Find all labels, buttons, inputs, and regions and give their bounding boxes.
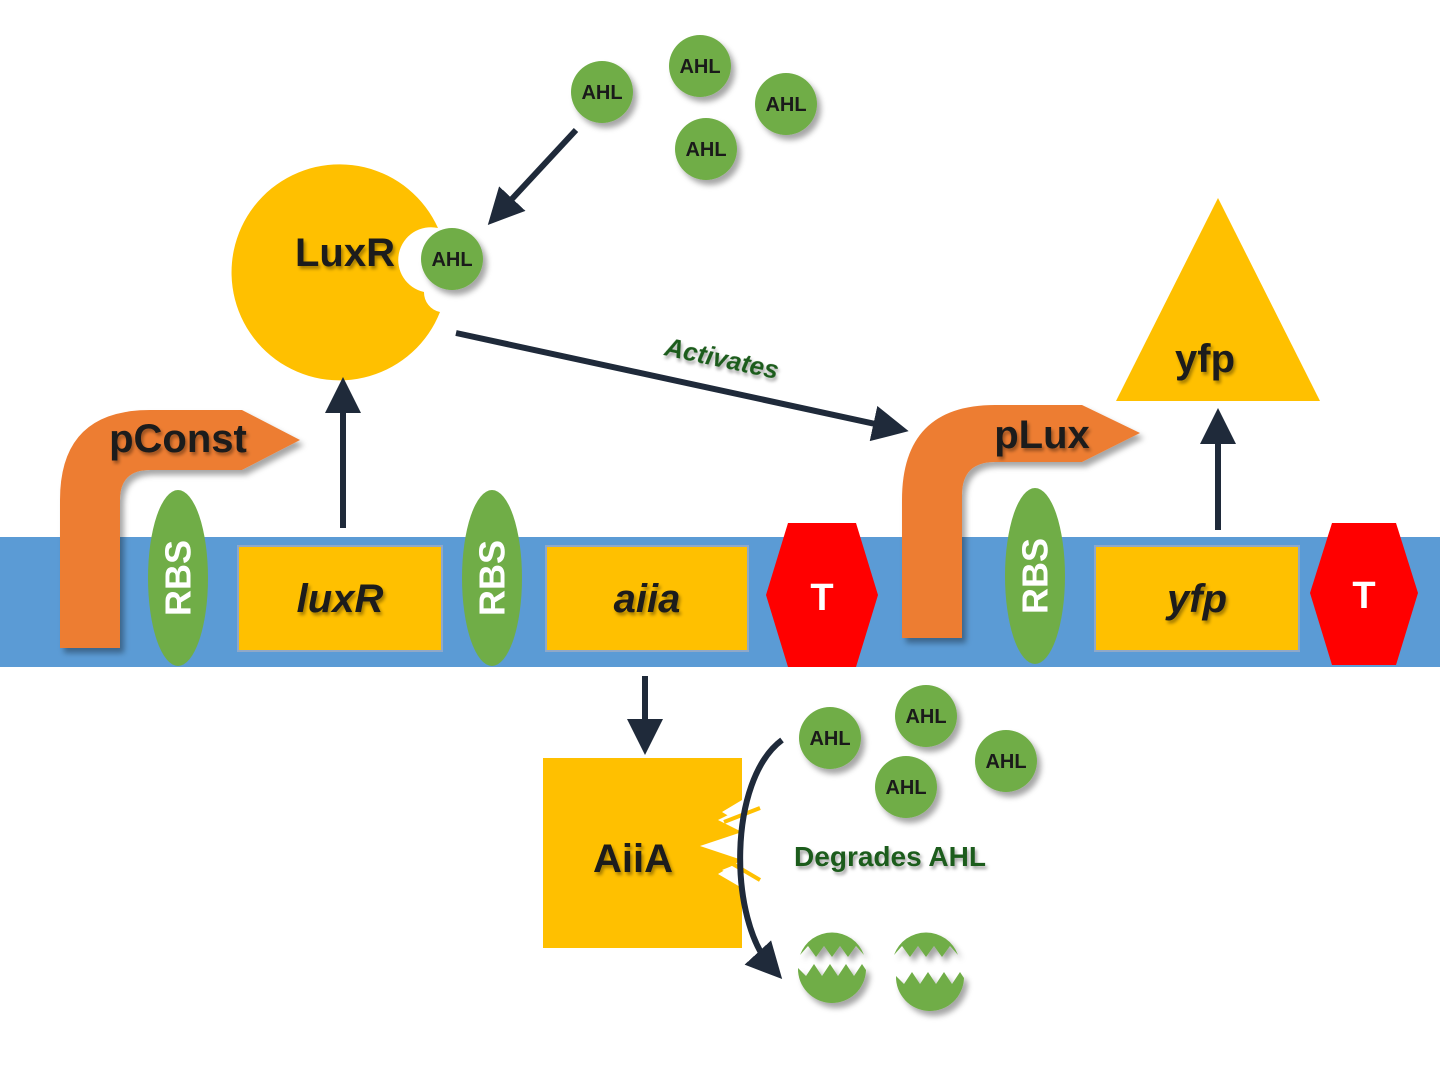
ahl-bottom-1: AHL (809, 728, 850, 750)
yfp-protein-label: yfp (1175, 337, 1235, 381)
terminator-1-label: T (810, 577, 833, 619)
degrades-label: Degrades AHL (794, 841, 986, 872)
pconst-label: pConst (109, 417, 247, 461)
aiia-protein: AiiA (543, 758, 762, 948)
luxr-protein: LuxR AHL (231, 164, 483, 381)
rbs-3-label: RBS (1015, 538, 1056, 614)
rbs-2: RBS (462, 490, 522, 666)
rbs-3: RBS (1005, 488, 1065, 664)
aiia-gene-label: aiia (614, 577, 681, 621)
aiia-gene: aiia (545, 545, 749, 652)
ahl-top-1: AHL (581, 82, 622, 104)
rbs-1-label: RBS (158, 540, 199, 616)
ahl-bottom-2: AHL (905, 706, 946, 728)
plux-label: pLux (994, 413, 1090, 457)
ahl-bottom-4: AHL (885, 777, 926, 799)
yfp-gene: yfp (1094, 545, 1300, 652)
pconst-promoter: pConst (60, 410, 300, 648)
aiia-protein-label: AiiA (593, 837, 673, 881)
luxr-gene-label: luxR (297, 577, 384, 621)
ahl-bottom-3: AHL (985, 751, 1026, 773)
yfp-protein: yfp (1116, 198, 1320, 401)
ahl-cluster-bottom: AHL AHL AHL AHL (799, 685, 1037, 818)
terminator-1: T (766, 523, 878, 667)
arrow-ahl-to-luxr (487, 127, 579, 225)
ahl-top-3: AHL (765, 94, 806, 116)
ahl-top-4: AHL (685, 139, 726, 161)
ahl-cluster-top: AHL AHL AHL AHL (571, 35, 817, 180)
degraded-ahl-1 (797, 932, 866, 1003)
terminator-2-label: T (1352, 575, 1375, 617)
plux-promoter: pLux (902, 405, 1140, 638)
activates-label: Activates (661, 331, 781, 385)
ahl-top-2: AHL (679, 56, 720, 78)
terminator-2: T (1310, 523, 1418, 665)
luxr-gene: luxR (237, 545, 443, 652)
ahl-bound-luxr (421, 228, 483, 290)
luxr-protein-label: LuxR (295, 231, 395, 275)
rbs-2-label: RBS (472, 540, 513, 616)
rbs-1: RBS (148, 490, 208, 666)
ahl-bound-luxr-label: AHL (431, 249, 472, 271)
arrow-degrade-curve (737, 737, 784, 980)
yfp-gene-label: yfp (1165, 577, 1227, 621)
degraded-ahl-2 (894, 932, 964, 1012)
arrow-luxr-activates-plux (455, 330, 909, 442)
